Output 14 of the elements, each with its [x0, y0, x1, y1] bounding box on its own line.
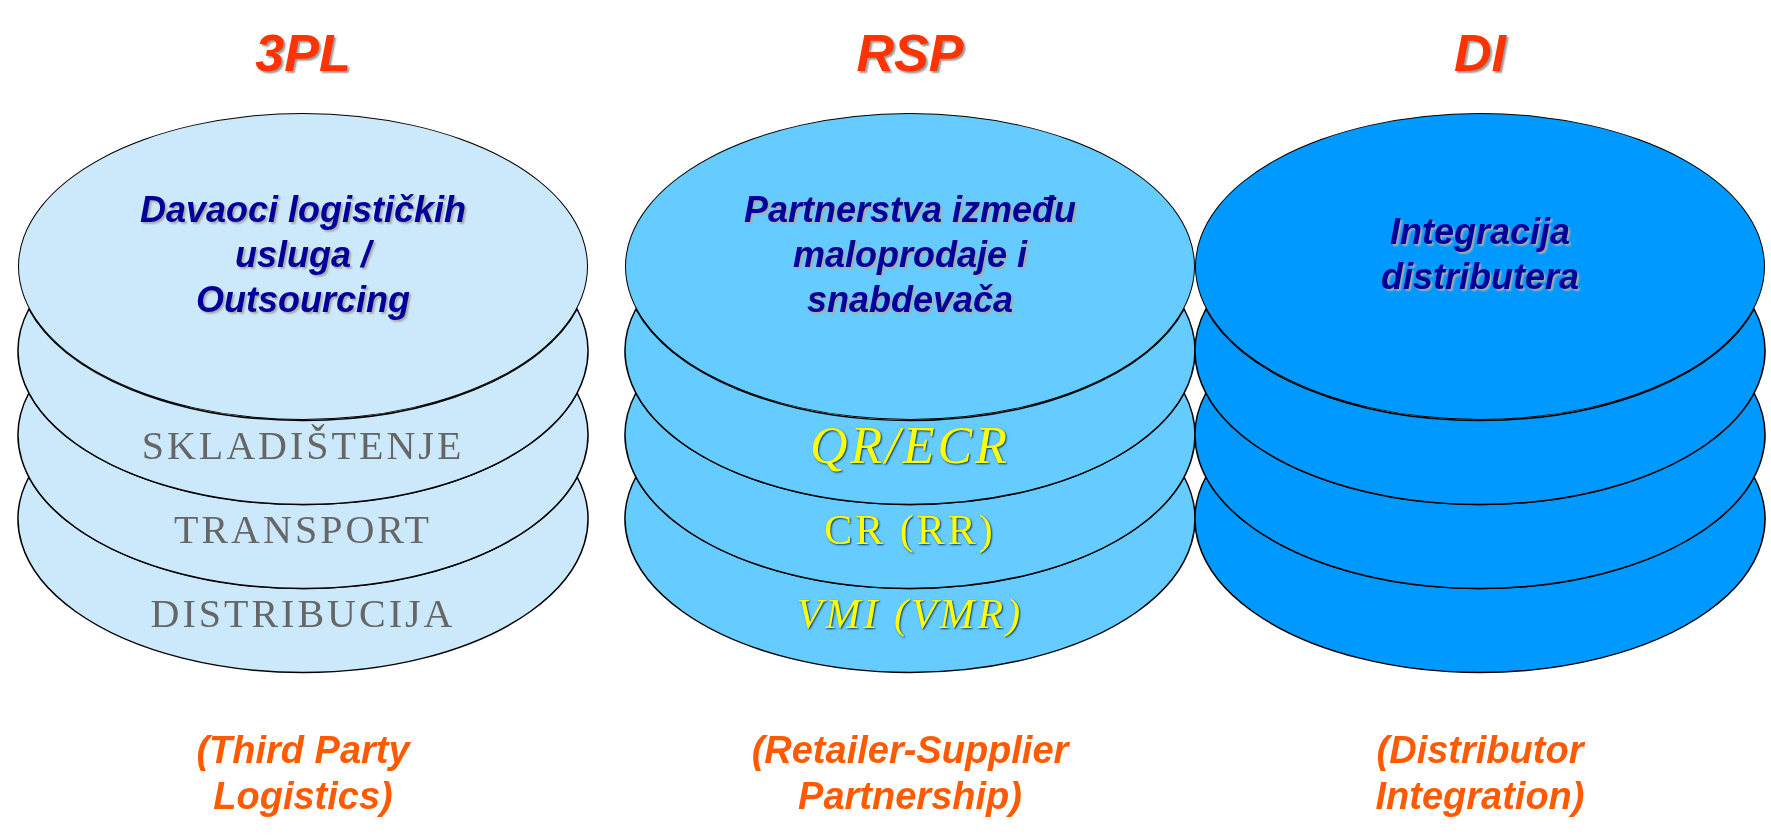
layer-label: VMI (VMR): [796, 590, 1024, 637]
caption-text: (Third Party Logistics): [195, 728, 412, 819]
stack-heading: DI: [1453, 23, 1508, 83]
layer-label: SKLADIŠTENJE: [141, 422, 465, 469]
layer-title: Partnerstva između maloprodaje i snabdevača: [742, 187, 1078, 322]
layer-title: Integracija distributera: [1379, 210, 1580, 300]
layer-title: Davaoci logističkih usluga / Outsourcing: [138, 187, 468, 322]
stack-heading: RSP: [855, 23, 965, 83]
layer-label: TRANSPORT: [174, 506, 432, 553]
caption-text: (Distributor Integration): [1374, 728, 1587, 819]
layer-label: CR (RR): [824, 506, 996, 553]
stack-heading: 3PL: [254, 23, 352, 83]
layer-label: DISTRIBUCIJA: [150, 590, 456, 637]
caption-text: (Retailer-Supplier Partnership): [750, 728, 1071, 819]
